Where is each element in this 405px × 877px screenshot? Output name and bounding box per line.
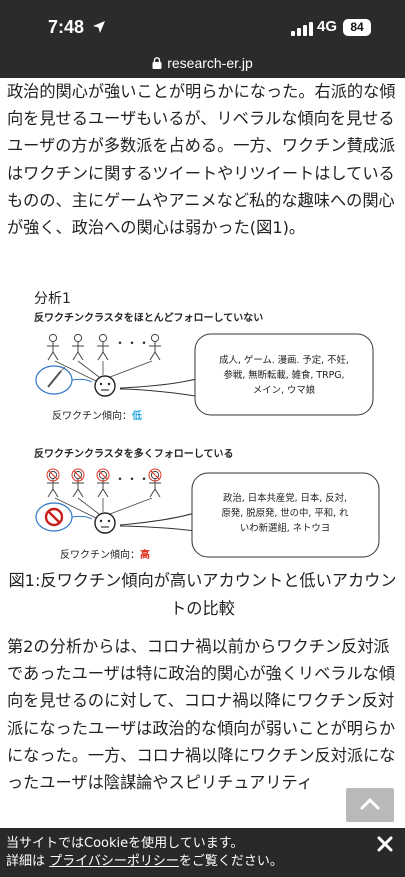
anti-vaccine-accounts xyxy=(46,468,162,498)
panel2-speech-bubble: 政治, 日本共産党, 日本, 反対, 原発, 脱原発, 世の中, 平和, れ い… xyxy=(119,472,380,558)
status-bar: 7:48 4G 84 xyxy=(0,0,405,52)
address-text: research-er.jp xyxy=(167,55,253,71)
panel2-bubble-line1: 政治, 日本共産党, 日本, 反対, xyxy=(223,492,347,504)
cookie-details-prefix: 詳細は xyxy=(6,854,46,869)
cookie-details: 詳細は プライバシーポリシーをご覧ください。 xyxy=(6,853,283,870)
panel1-dots: ・・・ xyxy=(114,336,150,350)
panel1-bubble-line1: 成人, ゲーム. 漫画. 予定, 不妊, xyxy=(219,354,349,366)
panel1-tendency-label: 反ワクチン傾向： xyxy=(52,409,132,422)
user-face-icon xyxy=(94,512,116,534)
cookie-banner: 当サイトではCookieを使用しています。 詳細は プライバシーポリシーをご覧く… xyxy=(0,828,405,877)
article-paragraph: 第2の分析からは、コロナ禍以前からワクチン反対派であったユーザは特に政治的関心が… xyxy=(7,637,396,793)
panel2-tendency-label: 反ワクチン傾向： xyxy=(60,548,140,561)
scroll-to-top-button[interactable] xyxy=(346,788,394,822)
location-arrow-icon xyxy=(93,21,105,33)
address-bar[interactable]: research-er.jp xyxy=(0,55,405,71)
follow-arrows xyxy=(54,497,153,519)
panel2-heading: 反ワクチンクラスタを多くフォローしている xyxy=(34,447,234,460)
panel1-bubble-line3: メイン, ウマ娘 xyxy=(253,384,316,396)
panel2-bubble-line2: 原発, 脱原発, 世の中, 平和, れ xyxy=(222,507,350,519)
panel2-dots: ・・・ xyxy=(114,472,150,486)
panel1-speech-bubble: 成人, ゲーム. 漫画. 予定, 不妊, 参戦, 無断転載, 雑食, TRPG,… xyxy=(119,333,374,416)
panel1-bubble-line2: 参戦, 無断転載, 雑食, TRPG, xyxy=(223,369,344,381)
top-bar: 7:48 4G 84 research-er.jp xyxy=(0,0,405,78)
cellular-signal-icon xyxy=(291,22,313,36)
lock-icon xyxy=(152,57,162,69)
network-type: 4G xyxy=(317,18,338,35)
figure-caption: 図1:反ワクチン傾向が高いアカウントと低いアカウントの比較 xyxy=(8,571,397,618)
article-paragraph: 政治的関心が強いことが明らかになった。右派的な傾向を見せるユーザもいるが、リベラ… xyxy=(7,82,396,238)
figure-title: 分析1 xyxy=(34,291,71,307)
figure-1: 分析1 反ワクチンクラスタをほとんどフォローしていない ・・・ 反ワクチン傾向：… xyxy=(34,291,380,561)
panel1-tendency-value: 低 xyxy=(131,409,142,422)
status-time: 7:48 xyxy=(48,17,85,37)
panel2-bubble-line3: いわ新選組, ネトウヨ xyxy=(240,522,330,534)
close-icon[interactable] xyxy=(377,836,393,852)
syringe-icon xyxy=(47,366,66,388)
cookie-message: 当サイトではCookieを使用しています。 xyxy=(6,836,244,851)
no-vaccine-icon xyxy=(44,507,64,527)
svg-text:反ワクチン傾向：低: 反ワクチン傾向：低 xyxy=(52,409,142,422)
svg-text:反ワクチン傾向：高: 反ワクチン傾向：高 xyxy=(60,548,150,561)
follow-arrows xyxy=(54,360,153,382)
panel2-tendency-value: 高 xyxy=(140,548,150,561)
chevron-up-icon xyxy=(360,798,380,810)
cookie-details-suffix: をご覧ください。 xyxy=(178,854,283,869)
user-face-icon xyxy=(94,375,116,397)
privacy-policy-link[interactable]: プライバシーポリシー xyxy=(49,854,179,869)
battery-indicator: 84 xyxy=(343,19,371,36)
panel1-heading: 反ワクチンクラスタをほとんどフォローしていない xyxy=(34,311,263,324)
